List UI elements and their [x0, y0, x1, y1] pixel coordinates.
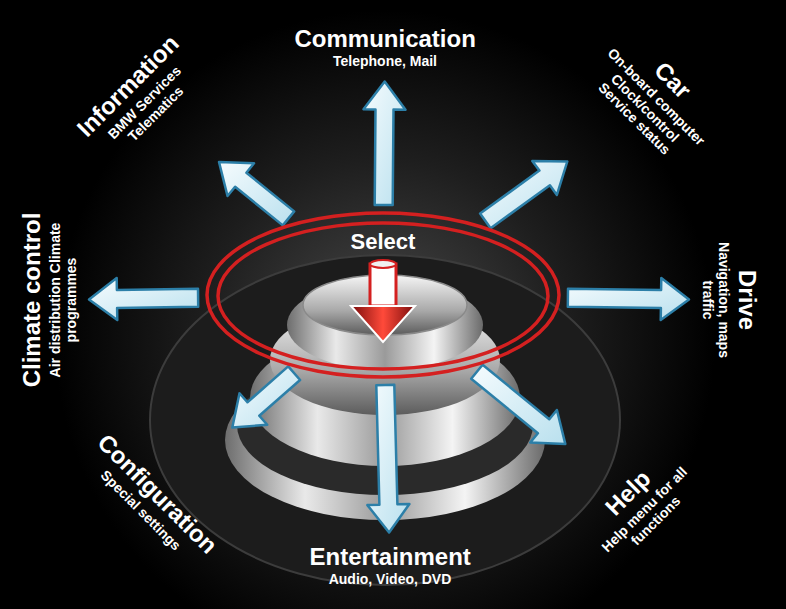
menu-group: CommunicationTelephone, Mail — [291, 22, 480, 75]
press-arrow-shaft — [370, 264, 396, 306]
menu-items: Air distribution Climate programmes — [47, 220, 78, 380]
menu-title: Entertainment — [310, 544, 471, 571]
menu-title: Select — [207, 230, 559, 255]
menu-items: Navigation, maps traffic — [700, 235, 731, 365]
menu-arrow — [471, 365, 565, 444]
menu-arrow — [367, 385, 409, 533]
ring-outer — [207, 213, 559, 377]
menu-group: DriveNavigation, maps traffic — [696, 231, 764, 369]
menu-title: Climate control — [18, 213, 45, 388]
menu-title: Communication — [295, 26, 476, 53]
menu-group: EntertainmentAudio, Video, DVD — [306, 540, 475, 593]
press-arrow-head — [351, 306, 415, 342]
menu-arrow — [364, 82, 406, 206]
menu-arrow — [232, 366, 300, 427]
press-arrow-top — [370, 260, 396, 268]
menu-title: Drive — [733, 235, 760, 365]
menu-arrow — [89, 278, 198, 320]
select-ellipse: Select — [203, 210, 563, 380]
menu-arrow — [480, 161, 567, 228]
menu-arrow — [568, 278, 689, 320]
menu-arrow — [219, 162, 294, 225]
menu-items: Audio, Video, DVD — [310, 572, 471, 588]
menu-group: Climate controlAir distribution Climate … — [14, 209, 82, 392]
menu-items: Telephone, Mail — [295, 54, 476, 70]
